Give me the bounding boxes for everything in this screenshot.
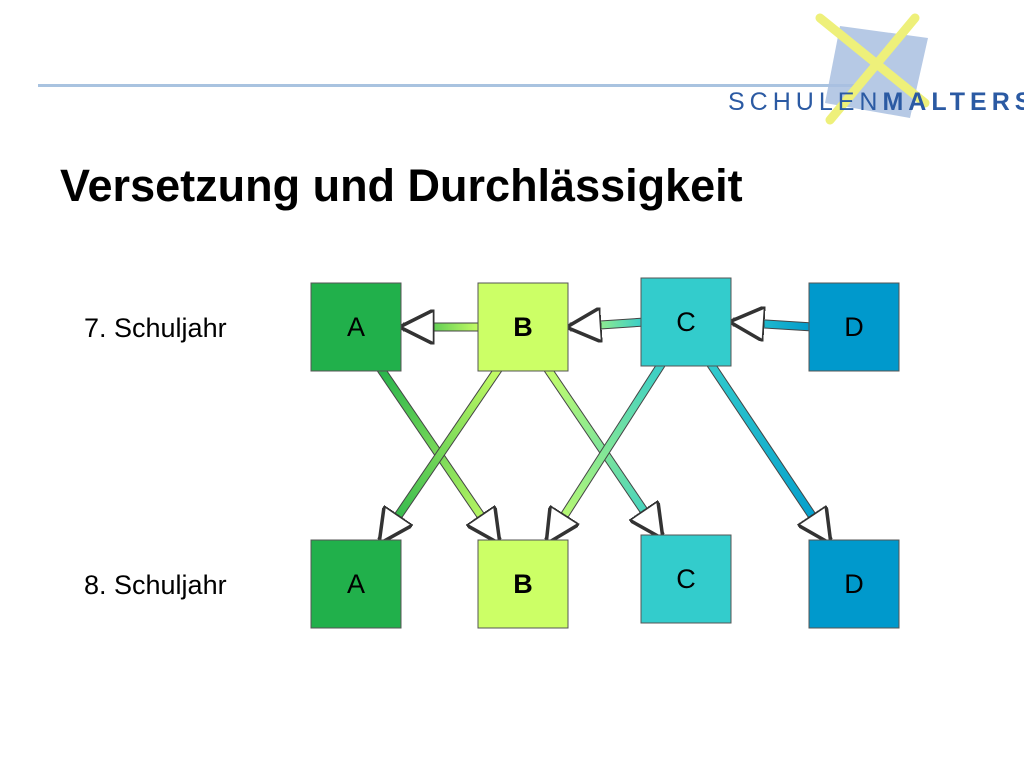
schulen-malters-logo-mark <box>815 13 930 125</box>
row-label-year7: 7. Schuljahr <box>84 313 227 343</box>
box-a-year7 <box>310 282 402 372</box>
box-label-b-year8: B <box>513 569 533 599</box>
arrow-d7-to-c7 <box>733 322 814 327</box>
box-b-year7 <box>477 282 569 372</box>
arrow-c7-to-b8 <box>548 355 669 541</box>
box-label-c-year8: C <box>676 564 696 594</box>
box-label-a-year7: A <box>347 312 365 342</box>
arrow-c7-to-d8 <box>703 355 829 541</box>
box-d-year7 <box>808 282 900 372</box>
box-b-year8 <box>477 539 569 629</box>
box-label-c-year7: C <box>676 307 696 337</box>
box-label-d-year8: D <box>844 569 864 599</box>
arrow-b7-to-a8 <box>381 360 506 541</box>
box-c-year8 <box>640 534 732 624</box>
page-title: Versetzung und Durchlässigkeit <box>60 160 743 211</box>
box-c-year7 <box>640 277 732 367</box>
logo-wordmark: SCHULENMALTERS <box>728 88 1024 117</box>
arrow-c7-to-b7 <box>570 322 646 327</box>
box-label-d-year7: D <box>844 312 864 342</box>
header-divider-line <box>38 84 860 87</box>
box-a-year8 <box>310 539 402 629</box>
row-label-year8: 8. Schuljahr <box>84 570 227 600</box>
logo-text-light: SCHULEN <box>728 88 883 116</box>
box-label-a-year8: A <box>347 569 365 599</box>
box-d-year8 <box>808 539 900 629</box>
box-label-b-year7: B <box>513 312 533 342</box>
logo-text-bold: MALTERS <box>882 88 1024 116</box>
